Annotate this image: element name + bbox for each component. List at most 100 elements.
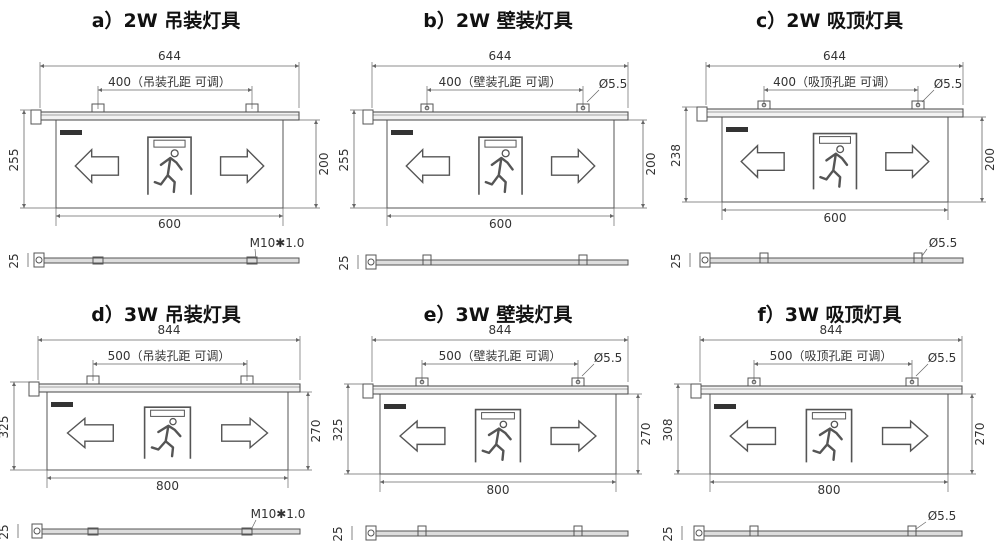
leader-line [254,248,257,260]
top-rail [39,111,300,121]
hole-diameter-label: Ø5.5 [599,77,628,91]
dim-arrowhead [684,107,688,111]
sign-plate [379,394,617,475]
side-end-cap [699,252,711,268]
sign-plate [709,394,949,475]
mount-hole-icon [915,102,921,108]
side-view-rail [699,530,963,537]
panel-title: e）3W 壁装灯具 [423,304,573,326]
running-man-icon [812,427,843,461]
side-view-rail [705,257,964,264]
side-thickness-label: 25 [0,524,11,539]
side-mount-tab [759,252,769,264]
dim-arrowhead [624,338,628,342]
mount-hole-icon [909,379,915,385]
dim-arrowhead [40,64,44,68]
side-mount-tab [241,527,253,536]
dim-arrowhead [944,480,948,484]
dim-arrowhead [387,214,391,218]
exit-sign-lintel [153,139,186,148]
brand-logo [726,127,748,132]
thread-spec-label: M10✱1.0 [251,507,306,521]
runner-head-icon [499,420,508,429]
end-cap [696,106,708,122]
dim-arrowhead [314,120,318,124]
dim-arrowhead [38,338,42,342]
dim-arrowhead [641,204,645,208]
dim-arrowhead [610,214,614,218]
hole-spacing-label: 500（壁装孔距 可调） [439,348,562,363]
side-view-rail [371,259,629,266]
dim-arrowhead [980,117,984,121]
dim-arrowhead [914,88,918,92]
dim-arrowhead [710,480,714,484]
top-rail [37,383,301,393]
exit-door-frame-icon [812,132,858,190]
side-thickness-label: 25 [331,526,345,541]
leader-line [586,89,600,103]
inner-height-label: 270 [309,420,323,443]
sign-plate [55,120,284,209]
total-height-label: 255 [7,149,21,172]
side-end-cap-hole [367,258,375,266]
dim-arrowhead [346,384,350,388]
side-mount-tab [87,527,99,536]
dim-arrowhead [284,476,288,480]
sign-plate [721,117,949,203]
dim-arrowhead [352,204,356,208]
exit-door-frame-icon [805,408,853,463]
side-mount-tab [578,254,588,266]
side-mount-tab [907,525,917,537]
mount-hole-icon [419,379,425,385]
end-cap [362,383,374,399]
mount-hole-icon [575,379,581,385]
dim-arrowhead [56,214,60,218]
panel-title: c）2W 吸顶灯具 [755,10,904,32]
total-width-label: 644 [489,49,512,63]
left-arrow-icon [405,147,451,185]
dim-arrowhead [684,198,688,202]
side-end-cap-hole [701,256,709,264]
side-end-cap-hole [367,529,375,537]
total-width-label: 844 [158,323,181,337]
side-end-cap-hole [33,527,41,535]
mount-hole-icon [580,105,586,111]
runner-head-icon [169,417,177,426]
side-end-cap [693,525,705,541]
dim-arrowhead [306,466,310,470]
side-hole-diameter-label: Ø5.5 [929,236,958,250]
dim-arrowhead [676,384,680,388]
end-cap [28,381,40,397]
dim-arrowhead [380,480,384,484]
brand-logo [384,404,406,409]
runner-head-icon [170,149,179,158]
dim-arrowhead [764,88,768,92]
dim-arrowhead [700,338,704,342]
side-end-cap [31,523,43,539]
mount-hole-icon [751,379,757,385]
dim-arrowhead [47,476,51,480]
dim-arrowhead [908,362,912,366]
dim-arrowhead [98,88,102,92]
dim-arrowhead [754,362,758,366]
total-height-label: 255 [337,149,351,172]
end-cap [362,109,374,125]
left-arrow-icon [66,416,114,450]
side-end-cap [365,254,377,270]
exit-sign-lintel [484,139,517,148]
right-arrow-icon [885,144,930,179]
dim-arrowhead [980,198,984,202]
dim-arrowhead [959,64,963,68]
side-mount-tab [417,525,427,537]
hole-diameter-label: Ø5.5 [928,351,957,365]
inner-height-label: 200 [317,153,331,176]
top-rail [371,385,629,395]
sign-plate [46,392,289,471]
exit-sign-lintel [481,412,515,420]
inner-width-label: 600 [158,217,181,231]
